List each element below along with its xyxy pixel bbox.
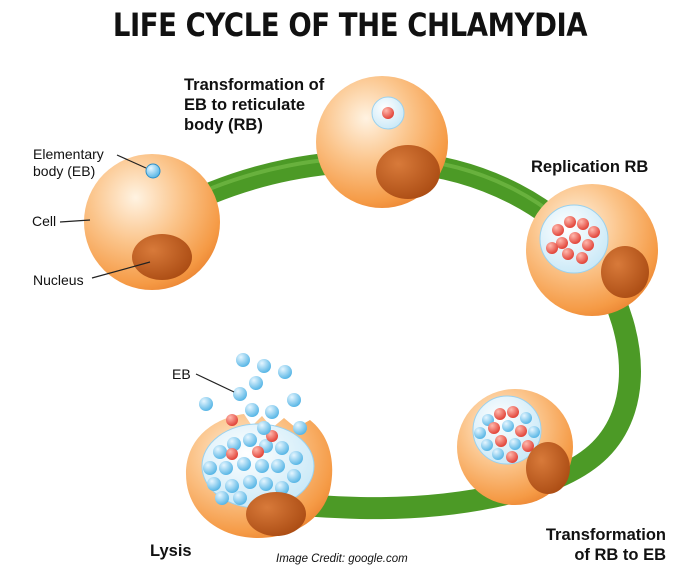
- escaping-eb-particles: [199, 353, 307, 435]
- cell-entry: [84, 154, 220, 290]
- cell-transformation-eb-rb: [316, 76, 448, 208]
- cell-lysis: [186, 414, 333, 538]
- cell-replication: [526, 184, 658, 316]
- cell-transformation-rb-eb: [457, 389, 573, 505]
- nucleus-label: Nucleus: [33, 272, 84, 288]
- cell-label: Cell: [32, 213, 57, 229]
- stage-transformation-rb-to-eb: Transformation of RB to EB: [545, 526, 666, 564]
- diagram-title: LIFE CYCLE OF THE CHLAMYDIA: [112, 6, 588, 44]
- stage-lysis: Lysis: [150, 542, 192, 560]
- eb-label: EB: [172, 366, 191, 382]
- stage-replication-rb: Replication RB: [531, 158, 649, 176]
- stage-transformation-eb-to-rb: Transformation of EB to reticulate body …: [184, 76, 325, 134]
- elementary-body-label: Elementary body (EB): [33, 146, 104, 179]
- image-credit: Image Credit: google.com: [276, 553, 408, 565]
- leader-lines: [59, 154, 235, 393]
